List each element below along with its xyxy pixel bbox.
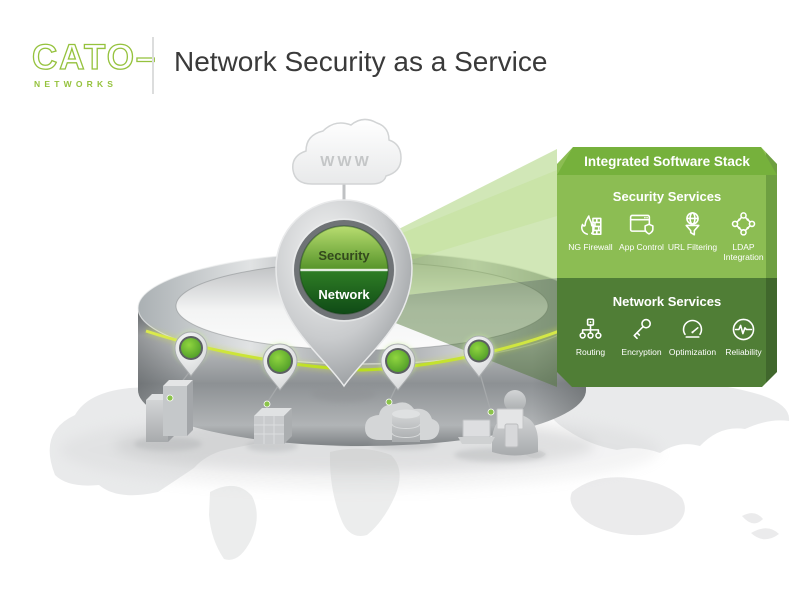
connection-line bbox=[144, 326, 564, 375]
security-services-section: Integrated Software Stack Security Servi… bbox=[557, 147, 777, 278]
url-filtering-icon bbox=[678, 210, 707, 239]
site-user-devices bbox=[454, 390, 546, 462]
service-routing: Routing bbox=[565, 315, 616, 357]
service-url-filtering: URL Filtering bbox=[667, 210, 718, 262]
optimization-icon bbox=[678, 315, 707, 344]
pin-security-label: Security bbox=[318, 248, 370, 263]
service-label: URL Filtering bbox=[667, 242, 718, 252]
beam-to-panel bbox=[380, 149, 557, 387]
edge-pins bbox=[174, 331, 495, 391]
pin-security-half bbox=[300, 226, 388, 270]
cato-logo-sub: NETWORKS bbox=[34, 79, 118, 89]
app-control-icon bbox=[627, 210, 656, 239]
cloud-label: WWW bbox=[320, 153, 371, 170]
central-pin: Security Network bbox=[275, 199, 413, 402]
network-services-section: Network Services Routing Encryption bbox=[557, 278, 777, 387]
service-reliability: Reliability bbox=[718, 315, 769, 357]
edge-pin bbox=[463, 335, 495, 378]
reliability-icon bbox=[729, 315, 758, 344]
edge-pin bbox=[174, 331, 208, 377]
service-label: Optimization bbox=[668, 347, 717, 357]
edge-pin bbox=[380, 343, 416, 391]
routing-icon bbox=[576, 315, 605, 344]
panel-title: Integrated Software Stack bbox=[557, 147, 777, 175]
header-divider bbox=[152, 37, 154, 94]
service-ldap-integration: LDAP Integration bbox=[718, 210, 769, 262]
service-ng-firewall: NG Firewall bbox=[565, 210, 616, 262]
www-cloud: WWW bbox=[292, 118, 402, 208]
edge-pin bbox=[262, 343, 298, 391]
cato-logo: CATO– NETWORKS bbox=[31, 38, 158, 89]
service-label: LDAP Integration bbox=[723, 242, 764, 263]
encryption-icon bbox=[627, 315, 656, 344]
cloud-pole bbox=[342, 180, 346, 208]
site-buildings bbox=[134, 380, 202, 451]
security-services-title: Security Services bbox=[612, 189, 722, 204]
site-box bbox=[246, 400, 298, 452]
service-label: Reliability bbox=[725, 347, 762, 357]
pin-network-half bbox=[300, 270, 388, 314]
service-app-control: App Control bbox=[616, 210, 667, 262]
page-title: Network Security as a Service bbox=[174, 46, 548, 77]
site-cloud-datacenter bbox=[365, 398, 440, 450]
service-label: App Control bbox=[619, 242, 664, 252]
service-label: Encryption bbox=[621, 347, 662, 357]
service-label: Routing bbox=[575, 347, 606, 357]
service-label: NG Firewall bbox=[568, 242, 613, 252]
cato-logo-word: CATO– bbox=[31, 38, 158, 77]
service-encryption: Encryption bbox=[616, 315, 667, 357]
pin-network-label: Network bbox=[318, 287, 370, 302]
ldap-integration-icon bbox=[729, 210, 758, 239]
service-optimization: Optimization bbox=[667, 315, 718, 357]
firewall-icon bbox=[576, 210, 605, 239]
network-services-title: Network Services bbox=[612, 294, 722, 309]
software-stack-panel: Integrated Software Stack Security Servi… bbox=[557, 147, 777, 387]
